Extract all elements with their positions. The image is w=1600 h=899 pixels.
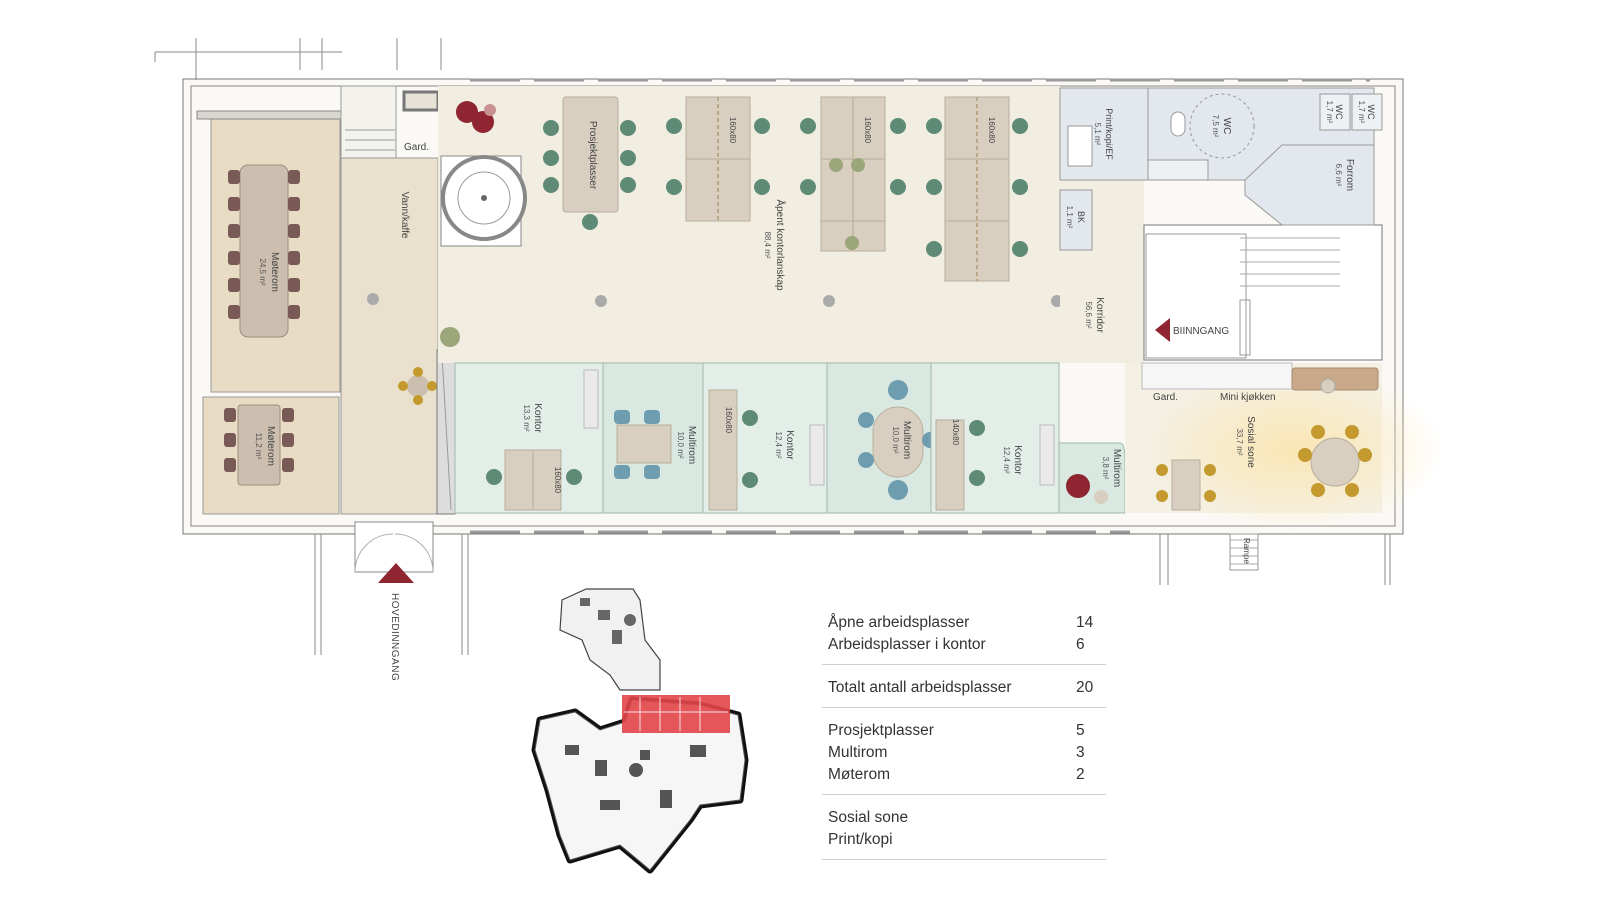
svg-text:88,4 m²: 88,4 m²: [763, 231, 772, 258]
svg-text:1,1 m²: 1,1 m²: [1065, 206, 1074, 229]
svg-text:11,2 m²: 11,2 m²: [254, 433, 263, 460]
room-kontor-2: [702, 362, 828, 514]
summary-row: Prosjektplasser 5: [828, 720, 1106, 742]
desk-labels: 160x80 160x80 160x80 160x80 160x80 140x8…: [553, 117, 996, 494]
svg-text:56,6 m²: 56,6 m²: [1084, 301, 1093, 328]
svg-text:140x80: 140x80: [951, 419, 960, 446]
label-gard-left: Gard.: [404, 142, 429, 153]
label-kontor-2: Kontor: [784, 430, 795, 460]
summary-value: 5: [1076, 722, 1085, 739]
summary-row: Sosial sone: [828, 807, 1106, 829]
label-gard-right: Gard.: [1153, 392, 1178, 403]
label-wc-large: WC: [1221, 118, 1232, 135]
room-moterom-small: [202, 396, 340, 515]
summary-row: Møterom 2: [828, 764, 1106, 786]
label-open-office: Åpent kontorlanskap: [774, 199, 787, 291]
svg-text:3,8 m²: 3,8 m²: [1101, 457, 1110, 480]
summary-value: [1076, 829, 1106, 851]
summary-label: Print/kopi: [828, 831, 893, 848]
svg-text:10,0 m²: 10,0 m²: [891, 426, 900, 453]
label-print: Print/kopi/EF: [1104, 108, 1114, 160]
room-vann-kaffe: [340, 85, 456, 515]
summary-row: Totalt antall arbeidsplasser 20: [828, 677, 1106, 699]
label-mini-kjokken: Mini kjøkken: [1220, 392, 1276, 403]
summary-label: Arbeidsplasser i kontor: [828, 636, 986, 653]
label-sosial-sone: Sosial sone: [1245, 416, 1256, 468]
summary-row: Print/kopi: [828, 829, 1106, 851]
key-map: [531, 588, 749, 874]
summary-value: 2: [1076, 766, 1085, 783]
room-multirom-2: [826, 362, 938, 514]
room-sosial-sone: [1125, 362, 1443, 530]
summary-value: 3: [1076, 744, 1085, 761]
svg-text:13,3 m²: 13,3 m²: [522, 404, 531, 431]
key-map-highlight: [622, 695, 730, 733]
room-labels: Møterom 24,5 m² Møterom 11,2 m² Vann/kaf…: [254, 101, 1376, 488]
svg-text:160x80: 160x80: [863, 117, 872, 144]
label-bk: BK: [1076, 211, 1086, 223]
label-vann-kaffe: Vann/kaffe: [399, 192, 410, 239]
summary-label: Åpne arbeidsplasser: [828, 614, 970, 631]
summary-label: Sosial sone: [828, 809, 909, 826]
summary-row: Åpne arbeidsplasser 14: [828, 612, 1106, 634]
svg-text:12,4 m²: 12,4 m²: [1002, 446, 1011, 473]
svg-text:160x80: 160x80: [728, 117, 737, 144]
room-multirom-3: [1058, 442, 1126, 514]
room-wc: [1147, 87, 1383, 226]
summary-label: Prosjektplasser: [828, 722, 934, 739]
svg-text:1,7 m²: 1,7 m²: [1325, 101, 1334, 124]
svg-text:6,6 m²: 6,6 m²: [1334, 164, 1343, 187]
label-multirom-1: Multirom: [686, 426, 697, 464]
summary-value: 6: [1076, 636, 1085, 653]
label-moterom-small: Møterom: [265, 426, 276, 466]
svg-text:33,7 m²: 33,7 m²: [1235, 428, 1244, 455]
room-kontor-1: [454, 362, 604, 514]
svg-text:7,5 m²: 7,5 m²: [1211, 115, 1220, 138]
label-multirom-2: Multirom: [901, 421, 912, 459]
label-kontor-1: Kontor: [532, 403, 543, 433]
svg-text:160x80: 160x80: [553, 467, 562, 494]
label-multirom-3: Multirom: [1111, 449, 1122, 487]
label-prosjektplasser: Prosjektplasser: [587, 121, 598, 190]
svg-text:5,1 m²: 5,1 m²: [1093, 123, 1102, 146]
label-forrom: Forrom: [1344, 159, 1355, 191]
summary-value: 20: [1076, 679, 1094, 696]
label-korridor: Korridor: [1094, 297, 1105, 333]
summary-label: Multirom: [828, 744, 888, 761]
label-wc-small2: WC: [1366, 105, 1376, 120]
summary-row: Arbeidsplasser i kontor 6: [828, 634, 1106, 656]
svg-text:160x80: 160x80: [987, 117, 996, 144]
label-wc-small1: WC: [1334, 105, 1344, 120]
svg-text:12,4 m²: 12,4 m²: [774, 431, 783, 458]
label-rampe: Rampe: [1242, 538, 1251, 564]
summary-row: Multirom 3: [828, 742, 1106, 764]
svg-text:1,7 m²: 1,7 m²: [1357, 101, 1366, 124]
room-open-office: [438, 86, 1063, 363]
room-print: [1059, 87, 1149, 251]
svg-text:24,5 m²: 24,5 m²: [258, 258, 267, 285]
label-moterom-large: Møterom: [269, 252, 280, 292]
label-kontor-3: Kontor: [1012, 445, 1023, 475]
room-kontor-3: [930, 362, 1060, 514]
room-moterom-large: [196, 110, 343, 393]
summary-value: 14: [1076, 614, 1094, 631]
svg-text:160x80: 160x80: [724, 407, 733, 434]
label-biinngang: BIINNGANG: [1173, 326, 1229, 337]
summary-value: [1076, 807, 1106, 829]
summary-label: Totalt antall arbeidsplasser: [828, 679, 1012, 696]
svg-text:10,0 m²: 10,0 m²: [676, 431, 685, 458]
label-hovedinngang: HOVEDINNGANG: [389, 593, 400, 681]
entrance-area: [354, 521, 1259, 583]
summary-group: Totalt antall arbeidsplasser 20: [822, 665, 1106, 708]
summary-label: Møterom: [828, 766, 890, 783]
